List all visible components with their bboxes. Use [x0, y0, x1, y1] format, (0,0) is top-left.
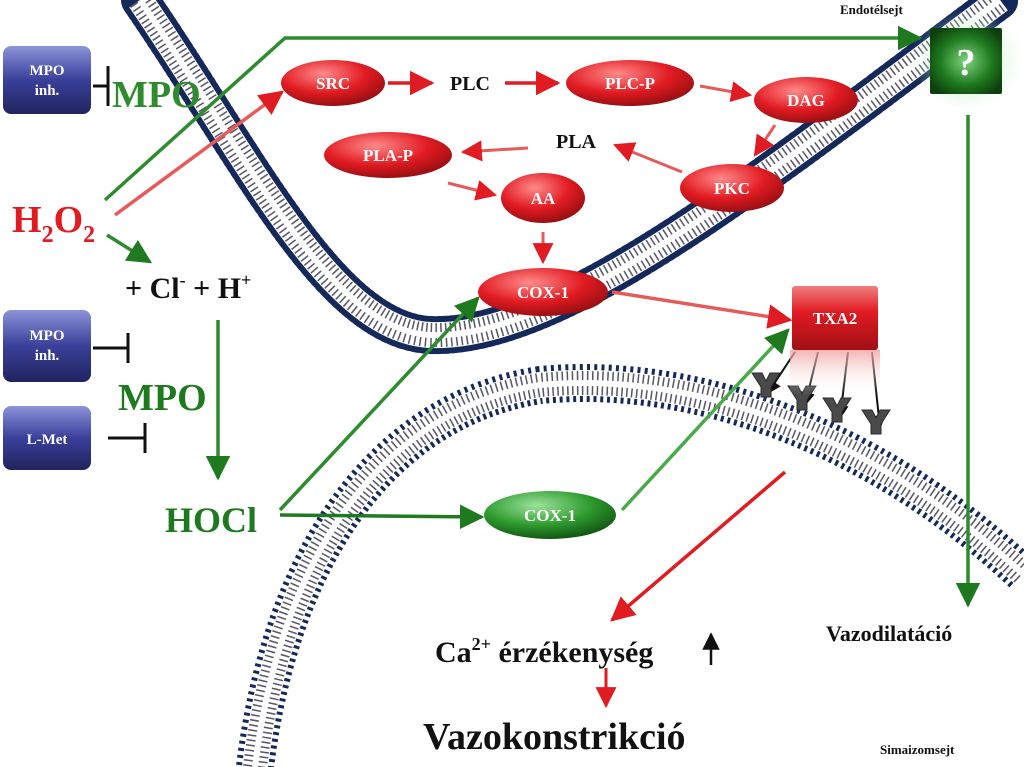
node-pkc: PKC	[680, 164, 784, 212]
inhibitor-l-met-label: L-Met	[27, 432, 68, 448]
inhibitor-l-met: L-Met	[3, 406, 147, 470]
calcium-sensitivity-label: Ca2+ érzékenység	[435, 634, 653, 669]
svg-text:TXA2: TXA2	[813, 309, 857, 328]
svg-text:PLC-P: PLC-P	[605, 74, 655, 93]
vasodilation-label: Vazodilatáció	[826, 621, 952, 646]
h2o2-label: H2O2	[12, 199, 95, 248]
hocl-label: HOCl	[165, 500, 257, 540]
unknown-factor-label: ?	[957, 42, 976, 84]
node-src: SRC	[281, 60, 385, 106]
smooth-muscle-membrane	[236, 364, 1024, 767]
node-pla-p: PLA-P	[324, 132, 452, 178]
svg-text:PKC: PKC	[714, 179, 750, 198]
inhibitor-mpo-mid-line1: MPO	[30, 328, 65, 344]
receptor-1	[751, 372, 781, 398]
node-cox1-smooth: COX-1	[484, 491, 616, 539]
plc-label: PLC	[450, 73, 490, 95]
mpo-top-label: MPO	[112, 74, 201, 116]
mpo-mid-label: MPO	[118, 377, 207, 419]
node-plc-p: PLC-P	[566, 60, 694, 106]
chloride-hydrogen-label: + Cl- + H+	[125, 270, 251, 305]
svg-text:AA: AA	[531, 189, 556, 208]
receptor-4	[861, 409, 891, 435]
node-cox1-endo: COX-1	[478, 268, 608, 316]
endothelial-membrane	[121, 0, 1019, 355]
node-aa: AA	[501, 173, 585, 223]
inhibitor-mpo-top: MPO inh.	[3, 46, 110, 114]
inhibitor-mpo-top-line1: MPO	[30, 63, 65, 79]
unknown-factor-box: ?	[912, 10, 1022, 110]
inhibitor-mpo-mid-line2: inh.	[35, 348, 60, 364]
smooth-muscle-cell-label: Simaizomsejt	[880, 742, 955, 757]
svg-text:COX-1: COX-1	[517, 283, 569, 302]
pla-label: PLA	[556, 131, 597, 153]
receptor-3	[822, 397, 852, 423]
node-txa2: TXA2	[790, 286, 880, 395]
node-dag: DAG	[754, 77, 858, 123]
svg-text:COX-1: COX-1	[524, 506, 576, 525]
svg-text:SRC: SRC	[316, 74, 350, 93]
inhibitor-mpo-mid: MPO inh.	[3, 310, 130, 382]
vasoconstriction-label: Vazokonstrikció	[423, 716, 686, 758]
svg-text:PLA-P: PLA-P	[363, 146, 413, 165]
inhibitor-mpo-top-line2: inh.	[35, 83, 60, 99]
endothelial-cell-label: Endotélsejt	[840, 2, 904, 17]
svg-text:DAG: DAG	[787, 91, 825, 110]
